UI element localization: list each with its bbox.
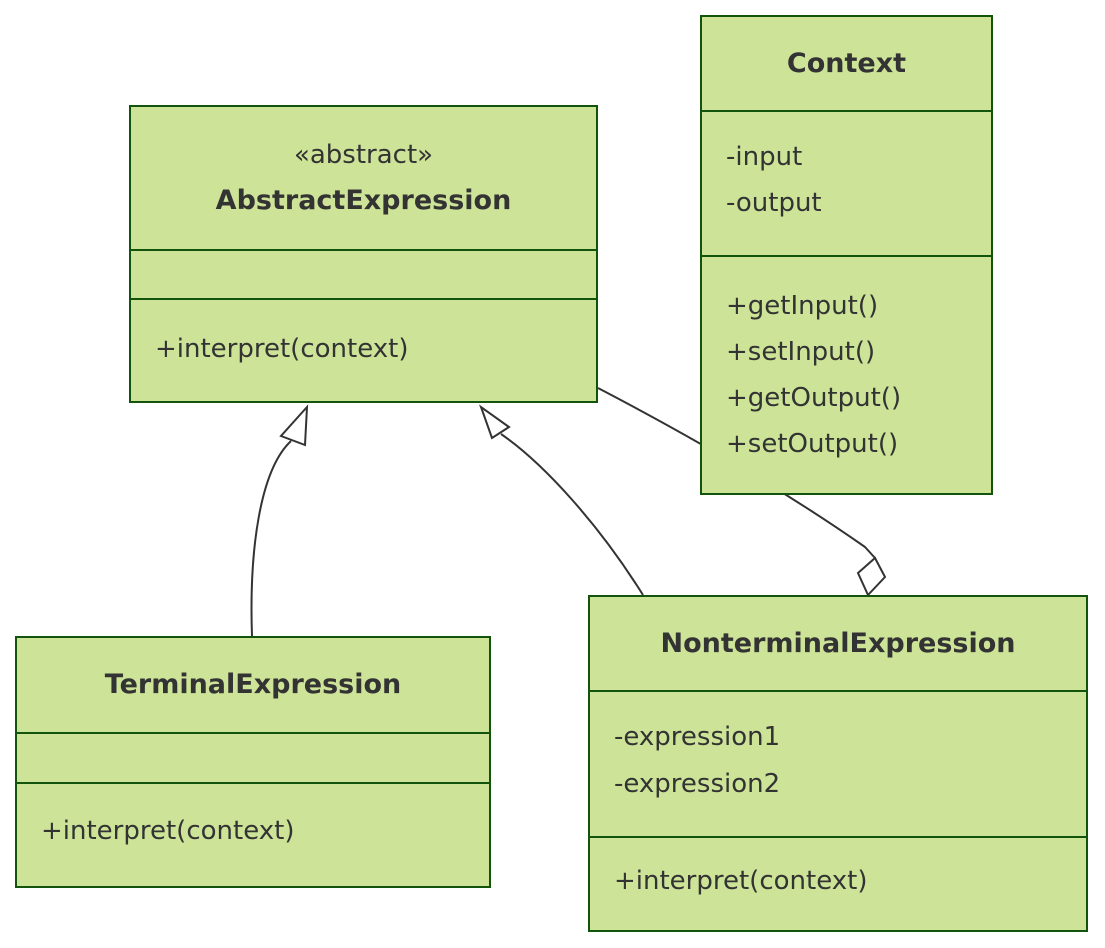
method: +getOutput() bbox=[726, 383, 902, 413]
attributes-section: -input -output bbox=[702, 110, 991, 255]
generalization-arrowhead-icon bbox=[279, 404, 309, 447]
class-title-section: NonterminalExpression bbox=[590, 597, 1086, 690]
class-nonterminal-expression: NonterminalExpression -expression1 -expr… bbox=[588, 595, 1088, 932]
class-title: Context bbox=[786, 47, 907, 79]
methods-section: +interpret(context) bbox=[590, 836, 1086, 930]
class-title: NonterminalExpression bbox=[660, 627, 1016, 659]
generalization-arrowhead-icon bbox=[478, 404, 511, 440]
attributes-section-empty bbox=[131, 249, 596, 298]
methods-section: +interpret(context) bbox=[17, 782, 489, 886]
attribute: -output bbox=[726, 188, 822, 218]
stereotype-label: «abstract» bbox=[293, 140, 434, 170]
method: +getInput() bbox=[726, 291, 879, 321]
generalization-line-nonterminal bbox=[500, 433, 644, 596]
class-abstract-expression: «abstract» AbstractExpression +interpret… bbox=[129, 105, 598, 403]
class-context: Context -input -output +getInput() +setI… bbox=[700, 15, 993, 495]
class-terminal-expression: TerminalExpression +interpret(context) bbox=[15, 636, 491, 888]
class-title: AbstractExpression bbox=[215, 185, 512, 216]
method: +interpret(context) bbox=[614, 866, 868, 896]
methods-section: +getInput() +setInput() +getOutput() +se… bbox=[702, 255, 991, 493]
attribute: -input bbox=[726, 142, 803, 172]
class-title-section: «abstract» AbstractExpression bbox=[131, 107, 596, 249]
attributes-section-empty bbox=[17, 732, 489, 782]
class-title: TerminalExpression bbox=[104, 669, 402, 700]
generalization-line-terminal bbox=[250, 440, 292, 637]
class-title-section: TerminalExpression bbox=[17, 638, 489, 732]
methods-section: +interpret(context) bbox=[131, 298, 596, 401]
class-title-section: Context bbox=[702, 17, 991, 110]
method: +setOutput() bbox=[726, 429, 899, 459]
method: +interpret(context) bbox=[155, 334, 409, 364]
method: +interpret(context) bbox=[41, 816, 295, 846]
attributes-section: -expression1 -expression2 bbox=[590, 690, 1086, 836]
aggregation-diamond-icon bbox=[856, 556, 887, 597]
method: +setInput() bbox=[726, 337, 876, 367]
attribute: -expression1 bbox=[614, 722, 781, 752]
attribute: -expression2 bbox=[614, 769, 781, 799]
